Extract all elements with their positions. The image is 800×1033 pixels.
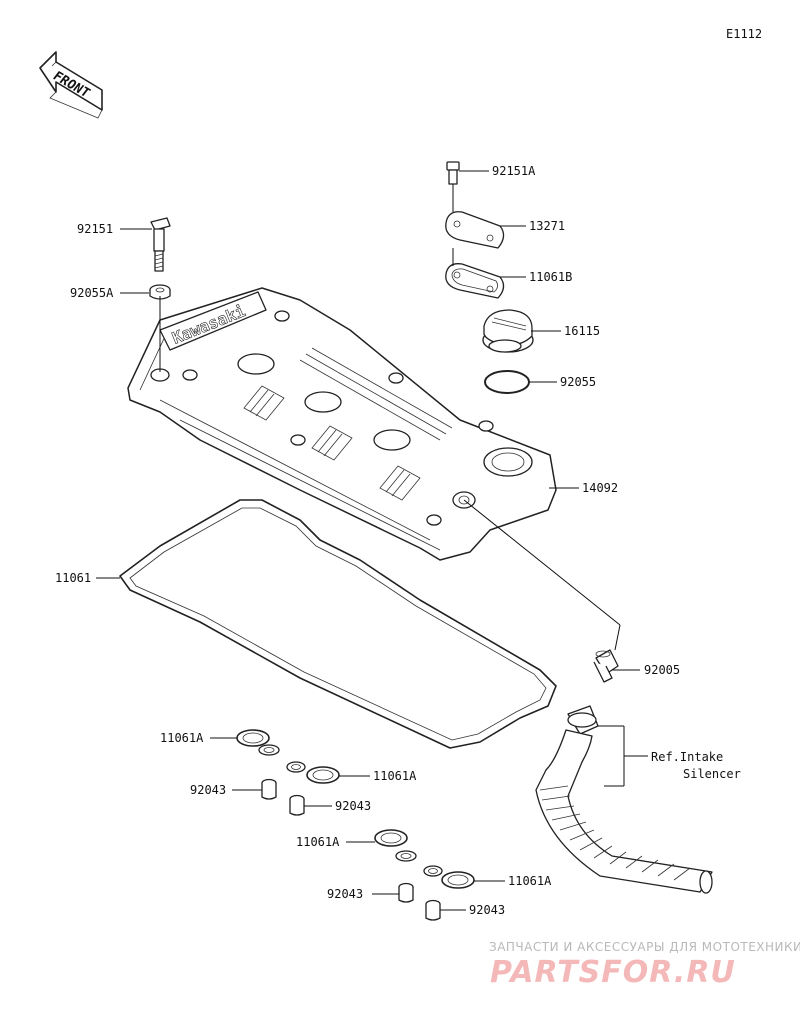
- gasket-11061b-icon: [445, 263, 505, 299]
- front-arrow-icon: FRONT: [39, 51, 103, 119]
- collar-92043-3-icon: [398, 882, 414, 903]
- label-92043-4: 92043: [469, 903, 505, 917]
- collar-92043-4-icon: [425, 899, 441, 921]
- ring-11061a-4-icon: [423, 865, 475, 889]
- label-92043-1: 92043: [190, 783, 226, 797]
- label-11061a-1: 11061A: [160, 731, 204, 745]
- label-92005: 92005: [644, 663, 680, 677]
- cover-plate-13271-icon: [445, 211, 505, 249]
- diagram-code: E1112: [726, 27, 762, 41]
- ring-11061a-2-icon: [286, 761, 340, 784]
- label-ref-silencer: Silencer: [683, 767, 741, 781]
- label-14092: 14092: [582, 481, 618, 495]
- label-11061: 11061: [55, 571, 91, 585]
- label-11061a-4: 11061A: [508, 874, 552, 888]
- label-92151a: 92151A: [492, 164, 536, 178]
- collar-92043-1-icon: [261, 778, 277, 800]
- label-16115: 16115: [564, 324, 600, 338]
- label-92043-2: 92043: [335, 799, 371, 813]
- label-13271: 13271: [529, 219, 565, 233]
- label-92055: 92055: [560, 375, 596, 389]
- label-ref-intake: Ref.Intake: [651, 750, 723, 764]
- label-92151: 92151: [77, 222, 113, 236]
- bolt-92151-icon: [150, 217, 171, 272]
- collar-92043-2-icon: [289, 794, 305, 816]
- oil-filler-cap-16115-icon: [482, 309, 534, 353]
- leader-lines: [96, 170, 648, 911]
- label-92055a: 92055A: [70, 286, 114, 300]
- breather-fitting-92005-icon: [593, 649, 619, 683]
- label-11061b: 11061B: [529, 270, 572, 284]
- watermark-subtitle: ЗАПЧАСТИ И АКСЕССУАРЫ ДЛЯ МОТОТЕХНИКИ: [489, 940, 800, 954]
- head-cover-gasket-11061-icon: [119, 499, 557, 749]
- label-11061a-2: 11061A: [373, 769, 417, 783]
- label-11061a-3: 11061A: [296, 835, 340, 849]
- ring-11061a-1b-icon: [258, 744, 280, 756]
- ring-11061a-1-icon: [236, 729, 270, 747]
- ring-11061a-3-icon: [374, 829, 417, 862]
- o-ring-92055-icon: [484, 370, 530, 394]
- bolt-92151a-icon: [446, 161, 460, 185]
- breather-hose-icon: [535, 705, 713, 894]
- watermark-brand: PARTSFOR.RU: [490, 955, 736, 990]
- label-92043-3: 92043: [327, 887, 363, 901]
